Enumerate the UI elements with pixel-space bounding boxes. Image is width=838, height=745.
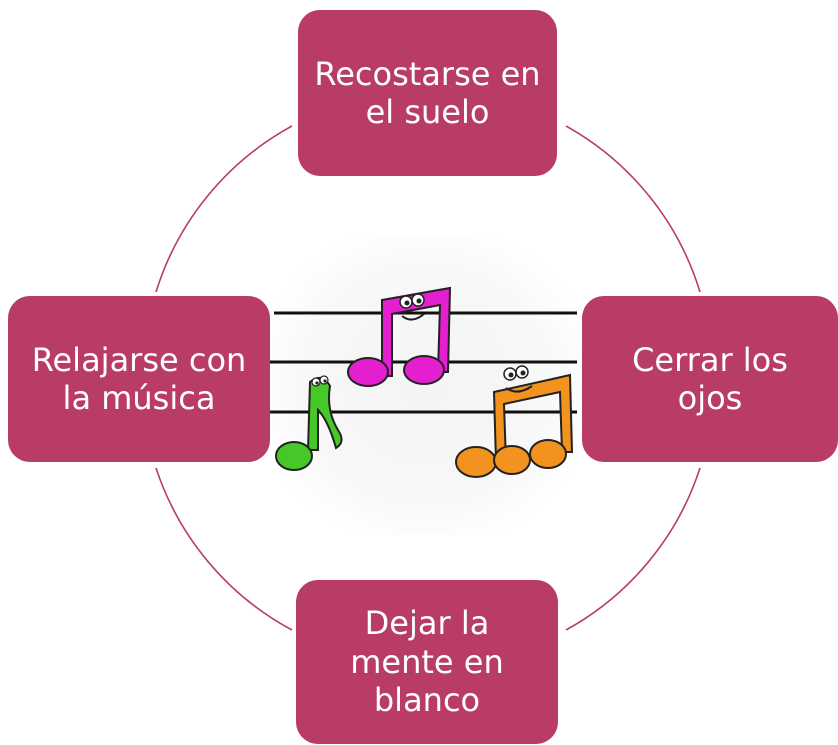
cycle-arc-bottom-left — [155, 467, 293, 631]
cycle-arc-top-right — [565, 125, 701, 293]
cycle-node-bottom: Dejar la mente en blanco — [296, 580, 558, 744]
cycle-node-left: Relajarse con la música — [8, 296, 270, 462]
cycle-node-right: Cerrar los ojos — [582, 296, 838, 462]
green-note-icon — [275, 375, 343, 471]
magenta-note-icon — [347, 286, 452, 387]
cycle-node-top: Recostarse en el suelo — [298, 10, 557, 176]
orange-note-icon — [455, 365, 574, 478]
cycle-arc-left-top — [155, 125, 293, 293]
music-notes-illustration-icon — [265, 235, 584, 535]
cycle-arc-right-bottom — [565, 467, 701, 631]
